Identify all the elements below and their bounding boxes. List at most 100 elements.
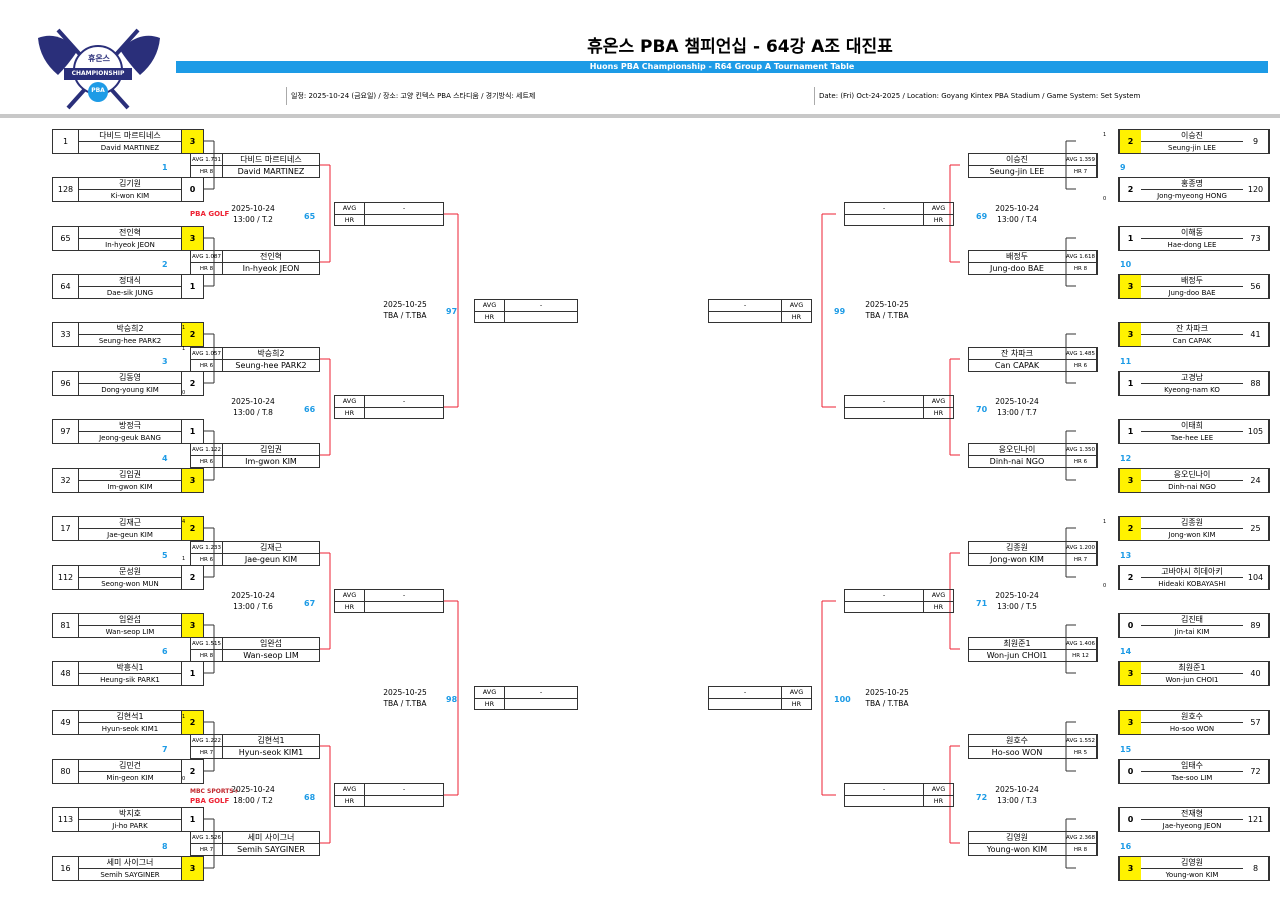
hr-value: HR 7	[1065, 166, 1097, 177]
seed-rank: 97	[53, 420, 79, 443]
player-name-korean: 김현석1	[257, 736, 285, 745]
player-name-english: Seung-jin LEE	[1168, 143, 1216, 152]
player-name-korean: 김재근	[259, 543, 283, 552]
left-match-number: 7	[162, 744, 168, 754]
game-number: 67	[304, 599, 316, 608]
left-match-number: 1	[162, 163, 168, 172]
r4-top-row: AVG-	[475, 300, 577, 312]
set-score: 3	[181, 227, 203, 250]
seed-rank: 49	[53, 711, 79, 734]
player-name-korean: 응오딘나이	[998, 445, 1036, 454]
player-name-korean: 문성원	[79, 566, 181, 578]
avg-label: AVG	[923, 784, 953, 795]
r3-value	[845, 602, 923, 613]
game-time-table: 13:00 / T.7	[997, 408, 1037, 417]
player-name-english: Dinh-nai NGO	[1168, 482, 1216, 491]
seed-rank: 88	[1243, 372, 1269, 395]
game-time-table: 13:00 / T.6	[233, 602, 273, 611]
player-name-korean: 김임권	[79, 469, 181, 481]
r3-value	[365, 602, 443, 613]
r3-bottom-row: HR	[335, 601, 443, 613]
player-name-english: Heung-sik PARK1	[100, 675, 160, 684]
hr-label: HR	[335, 795, 365, 806]
seed-rank: 33	[53, 323, 79, 346]
r2-bottom-row: Seung-jin LEE HR 7	[969, 166, 1097, 177]
player-name-english: Im-gwon KIM	[107, 482, 153, 491]
right-match-number: 15	[1120, 744, 1132, 754]
hr-value: HR 6	[1065, 456, 1097, 467]
r4-bottom-row: HR	[709, 311, 811, 322]
hr-value: HR 6	[1065, 360, 1097, 371]
right-match-number: 11	[1120, 356, 1132, 366]
avg-label: AVG	[335, 203, 365, 214]
seed-rank: 80	[53, 760, 79, 783]
avg-label: AVG	[335, 590, 365, 601]
player-name-english: Hae-dong LEE	[1167, 240, 1217, 249]
r4-value: -	[743, 301, 747, 310]
player-name-korean: 배정두	[1005, 252, 1029, 261]
game-time-table: TBA / T.TBA	[383, 699, 427, 708]
player-name-korean: 김종원	[1005, 543, 1029, 552]
player-name-english: Semih SAYGINER	[100, 870, 160, 879]
hr-value: HR 8	[191, 166, 223, 177]
seed-rank: 1	[53, 130, 79, 153]
avg-label: AVG	[335, 784, 365, 795]
tiebreak-score: 1	[182, 346, 186, 352]
player-name-korean: 임완섭	[259, 639, 283, 648]
logo-pba-text: PBA	[91, 87, 105, 94]
r3-top-row: -AVG	[845, 396, 953, 408]
set-score: 2	[181, 760, 203, 783]
player-name-korean: 세미 사이그너	[247, 833, 295, 842]
left-match-number: 3	[162, 356, 168, 366]
player-name-korean: 이태희	[1141, 420, 1243, 432]
hr-value: HR 7	[1065, 554, 1097, 565]
avg-label: AVG	[781, 687, 811, 698]
schedule-info-english: Date: (Fri) Oct-24-2025 / Location: Goya…	[814, 87, 1140, 105]
avg-label: AVG	[475, 687, 505, 698]
r3-top-row: -AVG	[845, 203, 953, 215]
seed-rank: 25	[1243, 517, 1269, 540]
game-time-table: TBA / T.TBA	[865, 311, 909, 320]
right-match-number: 12	[1120, 453, 1132, 463]
seed-rank: 48	[53, 662, 79, 685]
hr-label: HR	[335, 407, 365, 418]
player-name-english: Wan-seop LIM	[243, 651, 299, 660]
avg-value: AVG 1.222	[191, 735, 223, 746]
hr-label: HR	[923, 407, 953, 418]
avg-value: AVG 1.122	[191, 444, 223, 455]
left-match-number: 6	[162, 647, 168, 656]
player-name-english: Seung-jin LEE	[989, 167, 1045, 176]
player-name-korean: 잔 차파크	[1001, 349, 1033, 358]
